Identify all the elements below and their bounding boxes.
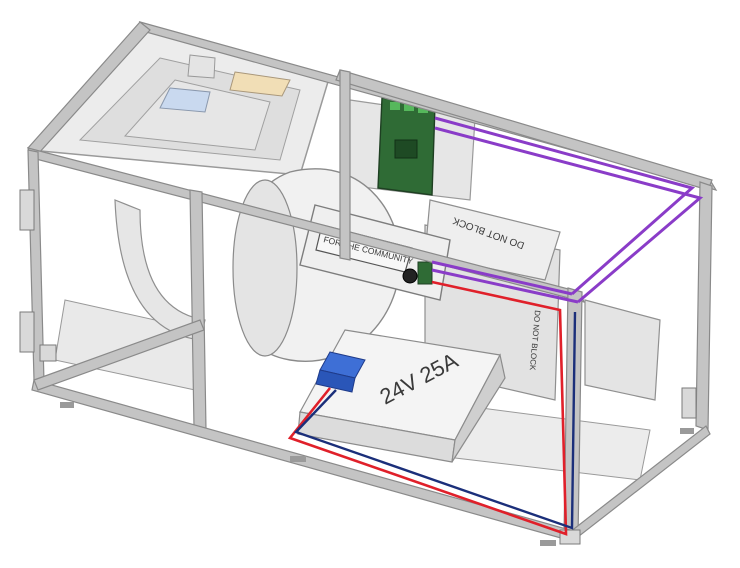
wire-navy [293, 311, 577, 530]
wire-purple-top-a [434, 116, 696, 296]
wire-purple-top-b [434, 126, 704, 304]
top-block-sand [229, 71, 291, 97]
psu-side [451, 353, 506, 463]
feet [60, 402, 694, 546]
board-chip [394, 139, 418, 159]
wire-red [287, 280, 568, 536]
corner-brackets [19, 189, 697, 545]
blue-connector-front [315, 369, 356, 393]
rotary-knob [402, 268, 418, 284]
top-tower [187, 54, 216, 79]
top-block-light-blue [159, 87, 211, 113]
wire-purple-display-b [431, 268, 579, 304]
board-connector-1 [390, 102, 400, 110]
encoder-board [417, 261, 433, 285]
wire-purple-display-a [431, 260, 573, 296]
rear-box [584, 299, 661, 401]
top-plate-step-2 [123, 79, 271, 151]
board-connector-2 [404, 103, 414, 111]
fan-duct-rim [232, 179, 298, 357]
